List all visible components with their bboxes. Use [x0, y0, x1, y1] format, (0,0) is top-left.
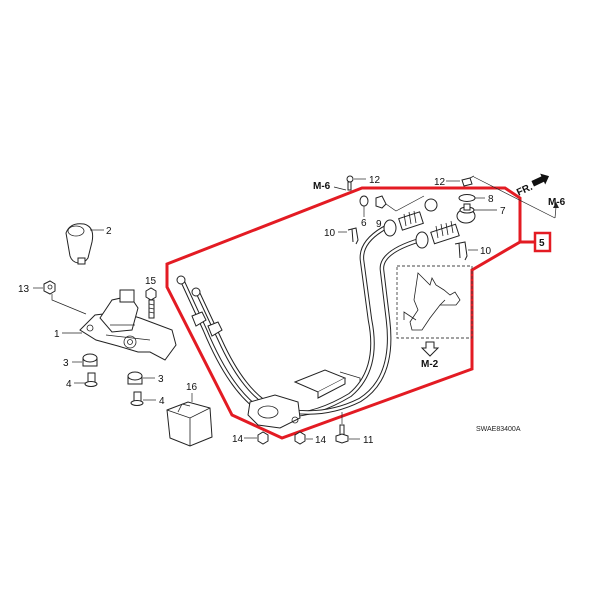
shift-cable-assembly[interactable] — [176, 198, 476, 429]
pin-12-right[interactable] — [461, 175, 475, 187]
callout-8[interactable]: 8 — [488, 194, 494, 205]
bolt-11[interactable] — [335, 424, 349, 444]
callout-4-right[interactable]: 4 — [159, 396, 165, 407]
callout-3-right[interactable]: 3 — [158, 374, 164, 385]
callout-14-right[interactable]: 14 — [315, 435, 327, 446]
clip-9[interactable] — [375, 195, 387, 209]
callout-12-left[interactable]: 12 — [369, 175, 381, 186]
callout-box-5[interactable] — [533, 231, 552, 253]
down-arrow-icon — [420, 341, 440, 357]
callout-10-right[interactable]: 10 — [480, 246, 492, 257]
collar-4-left[interactable] — [84, 372, 98, 387]
front-direction-label: FR. — [515, 182, 534, 199]
callout-7[interactable]: 7 — [500, 206, 506, 217]
callout-13[interactable]: 13 — [18, 284, 30, 295]
nut-14-left[interactable] — [257, 431, 269, 445]
assembly-outline-part-5 — [165, 186, 522, 440]
callout-16[interactable]: 16 — [186, 382, 198, 393]
callout-10-left[interactable]: 10 — [324, 228, 336, 239]
callout-12-right[interactable]: 12 — [434, 177, 446, 188]
reference-m6-right[interactable]: M-6 — [548, 197, 566, 208]
washer-8[interactable] — [458, 194, 476, 202]
bushing-7[interactable] — [459, 203, 475, 214]
callout-9[interactable]: 9 — [376, 219, 382, 230]
callout-2[interactable]: 2 — [106, 226, 112, 237]
shift-knob[interactable] — [65, 223, 94, 265]
collar-4-right[interactable] — [130, 391, 144, 406]
shift-lever-base[interactable] — [79, 289, 177, 361]
reference-m6-left[interactable]: M-6 — [313, 181, 331, 192]
detail-box-m2 — [396, 265, 473, 339]
nut-14-right[interactable] — [294, 431, 306, 445]
callout-3-left[interactable]: 3 — [63, 358, 69, 369]
callout-15[interactable]: 15 — [145, 276, 157, 287]
clip-10-right[interactable] — [454, 241, 468, 261]
callout-1[interactable]: 1 — [54, 329, 60, 340]
pin-12-left[interactable] — [346, 175, 354, 191]
diagram-code: SWAE83400A — [476, 426, 521, 433]
bolt-15[interactable] — [145, 287, 157, 319]
bracket-detail — [403, 272, 461, 331]
bushing-3-left[interactable] — [82, 353, 98, 367]
front-arrow-icon — [531, 173, 550, 187]
callout-14-left[interactable]: 14 — [232, 434, 244, 445]
callout-4-left[interactable]: 4 — [66, 379, 72, 390]
clip-10-left[interactable] — [347, 227, 359, 245]
callout-6[interactable]: 6 — [361, 218, 367, 229]
bushing-3-right[interactable] — [127, 371, 143, 385]
callout-11[interactable]: 11 — [363, 435, 374, 446]
washer-6[interactable] — [359, 195, 369, 207]
cover-16[interactable] — [166, 401, 213, 447]
reference-m2[interactable]: M-2 — [421, 359, 439, 370]
nut-13[interactable] — [43, 280, 56, 295]
callout-5[interactable]: 5 — [539, 238, 545, 249]
